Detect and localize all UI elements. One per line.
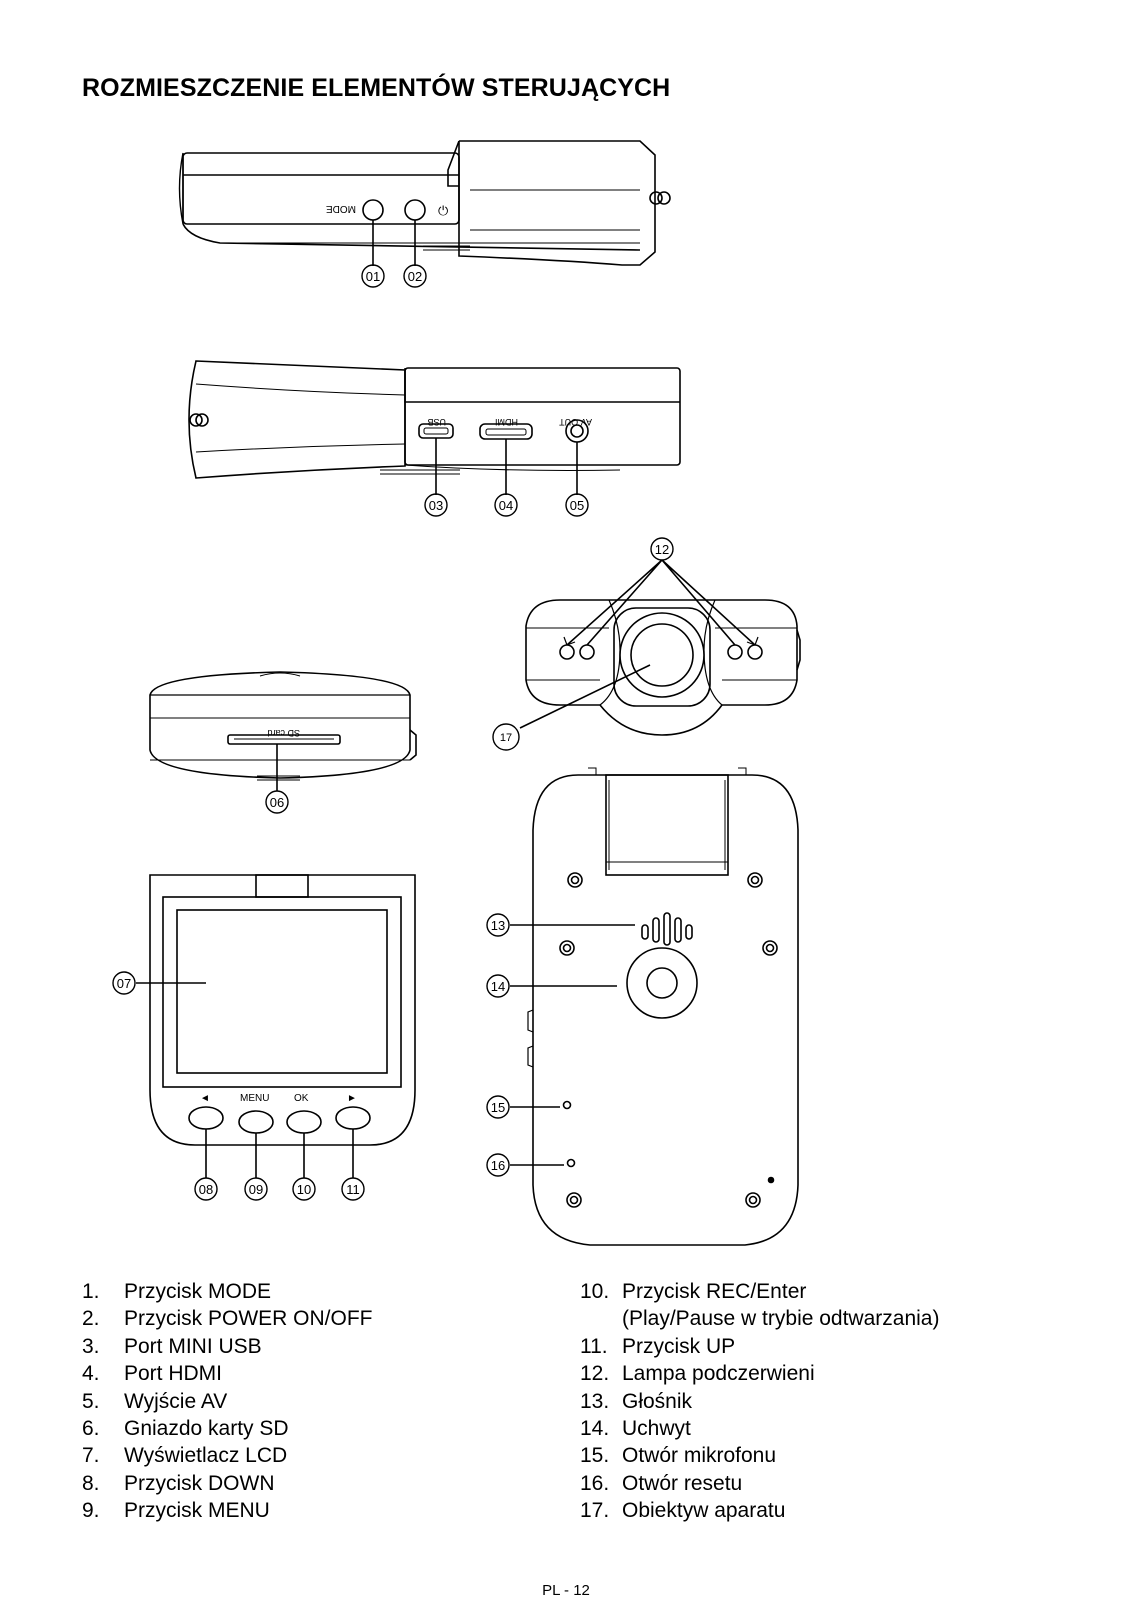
right-arrow-label: ►: [347, 1093, 357, 1104]
callout-07: 07: [112, 971, 136, 995]
callout-11: 11: [341, 1177, 365, 1201]
svg-text:01: 01: [366, 269, 380, 284]
usb-label: USB: [427, 417, 446, 427]
sd-card-view: SD card: [149, 671, 417, 791]
legend-item: 10.Przycisk REC/Enter: [580, 1280, 807, 1303]
legend-item: 6.Gniazdo karty SD: [82, 1417, 289, 1441]
legend-item: 16.Otwór resetu: [580, 1471, 743, 1495]
legend-item-subtext: (Play/Pause w trybie odtwarzania): [622, 1307, 940, 1331]
av-out-label: AV OUT: [559, 417, 592, 427]
svg-text:11: 11: [346, 1182, 360, 1197]
mount-socket: [626, 947, 698, 1019]
callout-04: 04: [494, 493, 518, 517]
callout-09: 09: [244, 1177, 268, 1201]
legend-list-right: 10.Przycisk REC/Enter (Play/Pause w tryb…: [580, 1278, 939, 1525]
svg-text:07: 07: [117, 976, 131, 991]
side-ports-view: USB HDMI AV OUT: [188, 360, 681, 495]
power-icon: ⏻: [438, 203, 448, 218]
legend-item: 12.Lampa podczerwieni: [580, 1362, 815, 1386]
ir-led-2: [579, 644, 595, 660]
mode-label: MODE: [326, 203, 356, 214]
svg-text:10: 10: [297, 1182, 311, 1197]
camera-lens: [630, 623, 694, 687]
svg-text:02: 02: [408, 269, 422, 284]
front-lens-view: [519, 559, 801, 736]
svg-text:05: 05: [570, 498, 584, 513]
legend-item: 11.Przycisk UP: [580, 1334, 736, 1358]
lcd-back-view: ◄ MENU OK ►: [136, 874, 416, 1178]
callout-08: 08: [194, 1177, 218, 1201]
page-title: ROZMIESZCZENIE ELEMENTÓW STERUJĄCYCH: [82, 74, 671, 102]
left-arrow-label: ◄: [200, 1093, 210, 1104]
speaker-grille: [641, 912, 693, 946]
ir-led-4: [747, 644, 763, 660]
rear-view: [510, 767, 799, 1246]
svg-text:16: 16: [491, 1158, 505, 1173]
reset-hole: [566, 1158, 576, 1168]
up-button: [335, 1106, 371, 1130]
legend-item: 13.Głośnik: [580, 1389, 693, 1413]
callout-12: 12: [650, 537, 674, 561]
callout-13: 13: [486, 913, 510, 937]
ir-led-1: [559, 644, 575, 660]
callout-15: 15: [486, 1095, 510, 1119]
page-number: PL - 12: [542, 1582, 590, 1599]
svg-text:13: 13: [491, 918, 505, 933]
mode-button: [362, 199, 384, 221]
ok-button: [286, 1110, 322, 1134]
callout-03: 03: [424, 493, 448, 517]
legend-item: 1.Przycisk MODE: [82, 1280, 271, 1303]
callout-02: 02: [403, 264, 427, 288]
callout-14: 14: [486, 974, 510, 998]
down-button: [188, 1106, 224, 1130]
lcd-screen: [176, 909, 388, 1074]
svg-text:06: 06: [270, 795, 284, 810]
device-diagram: MODE ⏻ USB HDMI AV OUT: [112, 140, 801, 1246]
legend-item: 15.Otwór mikrofonu: [580, 1444, 777, 1468]
svg-text:12: 12: [655, 542, 669, 557]
top-side-view: MODE ⏻: [178, 140, 671, 266]
legend-item: 17.Obiektyw aparatu: [580, 1499, 786, 1523]
svg-text:09: 09: [249, 1182, 263, 1197]
power-button: [404, 199, 426, 221]
hdmi-label: HDMI: [495, 417, 518, 427]
sd-card-label: SD card: [267, 728, 300, 738]
svg-text:17: 17: [500, 732, 512, 744]
ir-led-3: [727, 644, 743, 660]
callout-06: 06: [265, 790, 289, 814]
svg-text:08: 08: [199, 1182, 213, 1197]
legend-item: 2.Przycisk POWER ON/OFF: [82, 1307, 373, 1331]
legend-item: 8.Przycisk DOWN: [82, 1471, 275, 1495]
callout-10: 10: [292, 1177, 316, 1201]
legend-item: 4.Port HDMI: [82, 1362, 223, 1386]
legend-item: 14.Uchwyt: [580, 1417, 691, 1441]
legend-list-left: 1.Przycisk MODE 2.Przycisk POWER ON/OFF …: [82, 1278, 373, 1525]
legend-item: 7.Wyświetlacz LCD: [82, 1444, 288, 1468]
menu-button: [238, 1110, 274, 1134]
legend-item: 9.Przycisk MENU: [82, 1499, 270, 1523]
legend-item: 5.Wyjście AV: [82, 1389, 228, 1413]
sd-card-slot: [227, 734, 341, 745]
svg-text:14: 14: [491, 979, 505, 994]
callout-17: 17: [492, 723, 520, 751]
svg-text:04: 04: [499, 498, 513, 513]
callouts: 01 02 03 04 05 06 07 08 09 10 11 12 13 1…: [112, 264, 674, 1201]
microphone-hole: [562, 1100, 572, 1110]
svg-text:15: 15: [491, 1100, 505, 1115]
callout-01: 01: [361, 264, 385, 288]
menu-label: MENU: [240, 1093, 269, 1104]
ok-label: OK: [294, 1093, 309, 1104]
callout-05: 05: [565, 493, 589, 517]
svg-text:03: 03: [429, 498, 443, 513]
callout-16: 16: [486, 1153, 510, 1177]
legend-item: 3.Port MINI USB: [82, 1334, 262, 1358]
